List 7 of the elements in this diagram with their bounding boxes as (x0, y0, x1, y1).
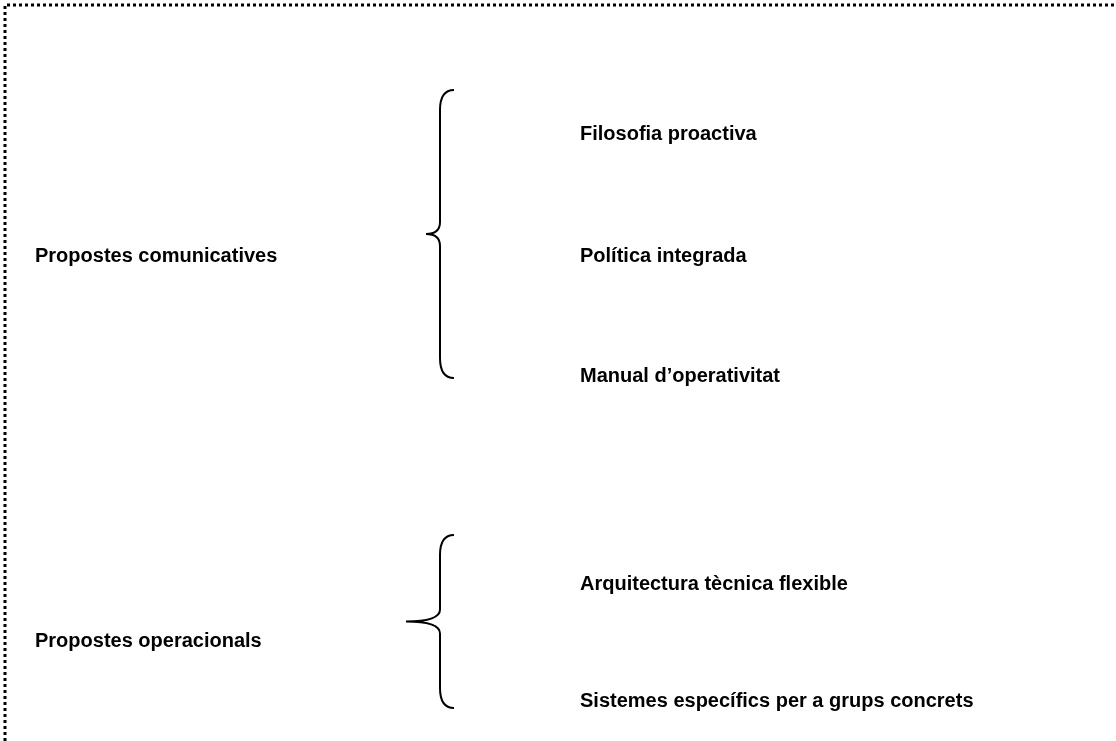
label-text: Propostes comunicatives (35, 243, 278, 267)
label-text: Filosofia proactiva (580, 121, 757, 145)
label-text: Propostes operacionals (35, 628, 262, 652)
label-text: Política integrada (580, 243, 747, 267)
label-text: Arquitectura tècnica flexible (580, 571, 848, 595)
label-text: Sistemes específics per a grups concrets (580, 688, 974, 712)
label-text: Manual d’operativitat (580, 363, 781, 387)
